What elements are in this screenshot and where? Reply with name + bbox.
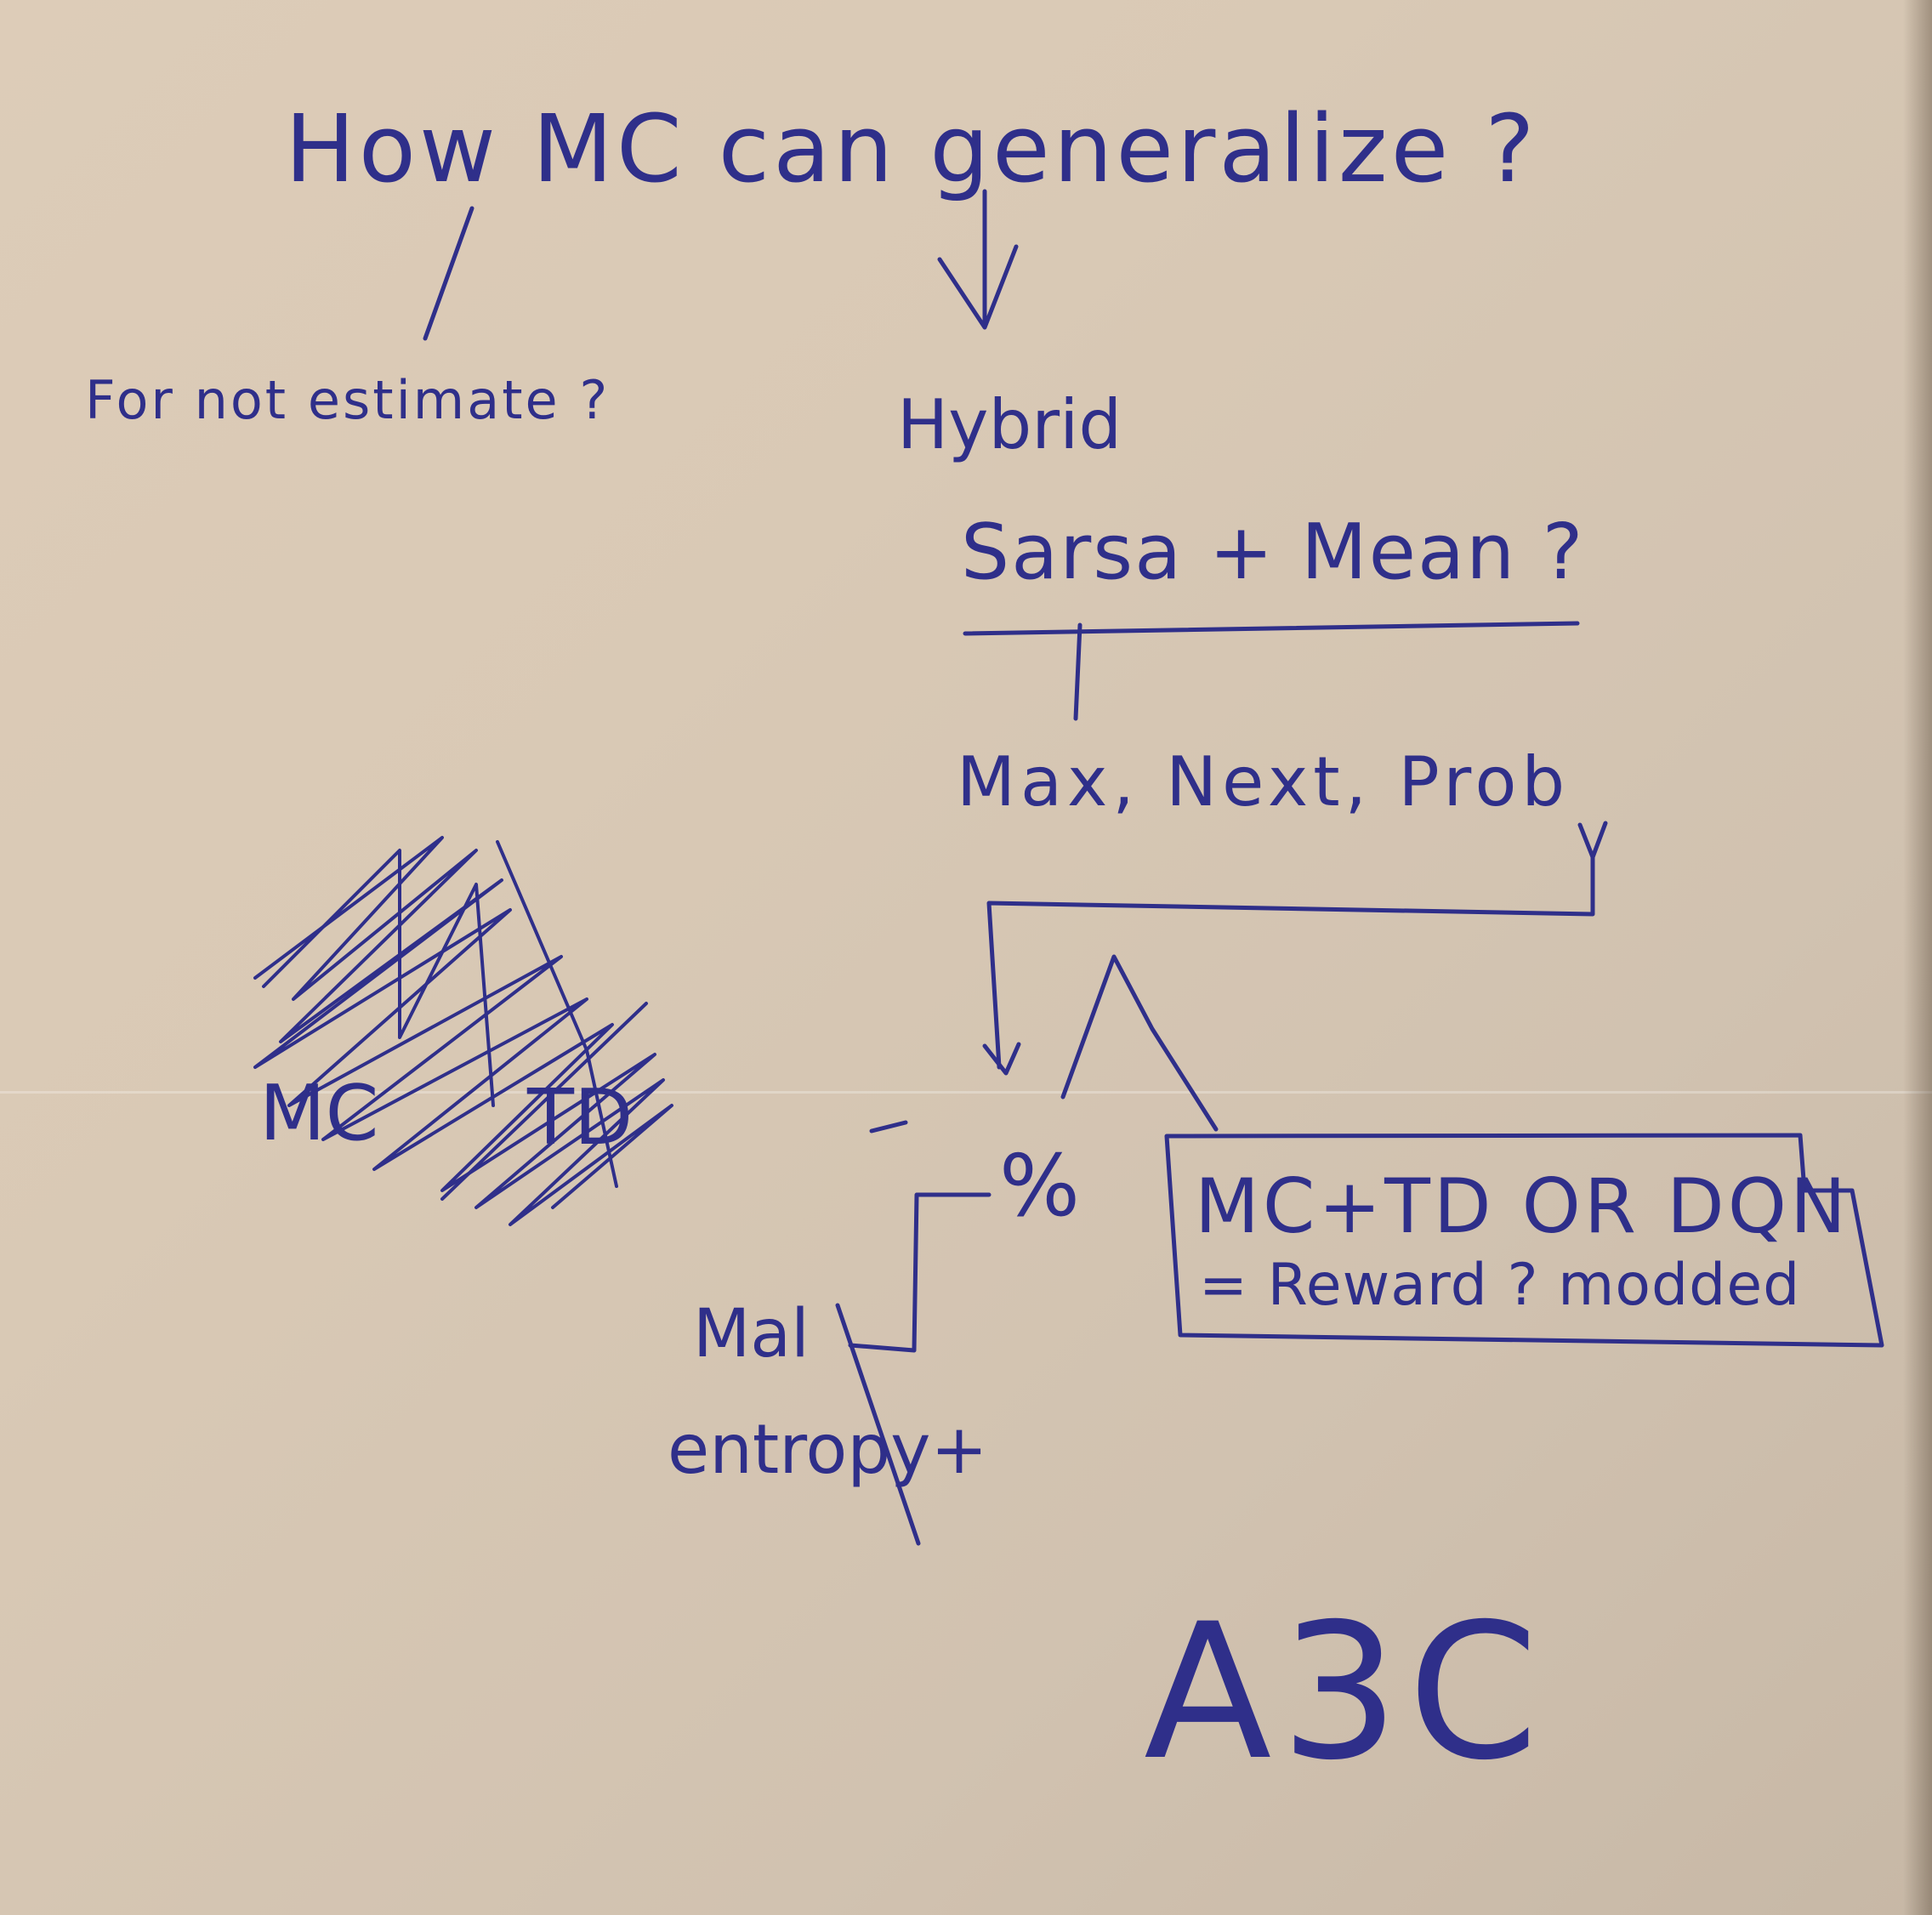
options-text: Max, Next, Prob <box>957 742 1571 821</box>
box-line1-text: MC+TD OR DQN <box>1195 1162 1850 1250</box>
result-box <box>1164 1133 1884 1348</box>
mal-text: Mal <box>693 1296 810 1372</box>
percent-text: % <box>999 1136 1081 1236</box>
down-arrow <box>937 189 1019 330</box>
paper-edge-shadow <box>1903 0 1932 1915</box>
sarsa-text: Sarsa + Mean ? <box>961 508 1585 597</box>
crossed-td-text: TD <box>527 1073 634 1162</box>
sarsa-underline <box>963 621 1580 636</box>
a3c-text: A3C <box>1144 1583 1548 1801</box>
prob-arrow <box>986 821 1608 1070</box>
percent-arrowhead <box>982 1042 1021 1076</box>
paper-fold <box>0 1091 1932 1094</box>
left-branch-line <box>423 206 474 341</box>
small-tick <box>869 1120 908 1134</box>
hybrid-text: Hybrid <box>897 385 1122 464</box>
scribble-crossout <box>253 836 673 1226</box>
title-text: How MC can generalize ? <box>285 94 1538 203</box>
box-connector <box>1060 954 1219 1132</box>
step-path <box>848 1192 992 1353</box>
crossed-mc-text: MC <box>259 1069 379 1158</box>
left-branch-text: For not estimate ? <box>85 369 611 431</box>
mal-slash <box>835 1303 921 1546</box>
entropy-text: entropy+ <box>668 1410 988 1489</box>
box-line2-text: = Reward ? modded <box>1199 1252 1801 1319</box>
options-stem <box>1073 622 1082 721</box>
